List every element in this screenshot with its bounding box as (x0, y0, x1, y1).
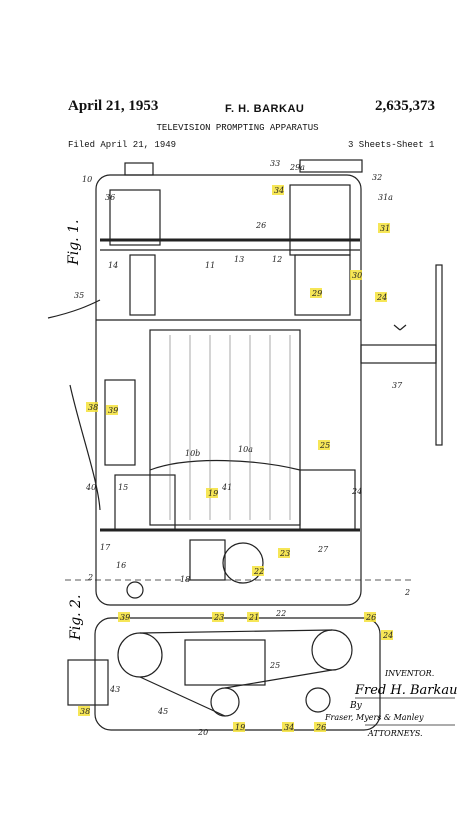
left-roller (129, 254, 156, 316)
fig2-pulley-left (117, 632, 163, 678)
ref-numeral-12: 12 (272, 255, 282, 264)
upper-gear-assembly (109, 189, 161, 246)
ref-numeral-38: 38 (88, 403, 98, 412)
fig1-label: Fig. 1. (66, 220, 82, 266)
ref-numeral-30: 30 (352, 271, 362, 280)
ref-numeral-26: 26 (255, 221, 266, 230)
patent-number: 2,635,373 (375, 98, 435, 114)
ref-numeral-10a: 10a (238, 445, 253, 454)
ref-numeral-19: 19 (208, 489, 218, 498)
ref-numeral-21: 21 (248, 613, 259, 622)
left-knob (124, 162, 154, 176)
ref-numeral-25: 25 (319, 441, 330, 450)
ref-numeral-37: 37 (392, 381, 403, 390)
side-cylinder (104, 379, 136, 466)
ref-numeral-16: 16 (116, 561, 126, 570)
ref-numeral-43: 43 (109, 685, 120, 694)
motor-housing (189, 539, 226, 581)
attorneys-label: ATTORNEYS. (367, 729, 423, 738)
right-knob (299, 159, 363, 173)
ref-numeral-22: 22 (253, 567, 264, 576)
housing-outline (95, 174, 362, 606)
fig2-pulley-right (311, 629, 353, 671)
lower-right-roller (299, 469, 356, 531)
patent-title: TELEVISION PROMPTING APPARATUS (156, 123, 319, 133)
inventor-label: INVENTOR. (384, 669, 434, 678)
ref-numeral-24-fig2: 24 (382, 631, 393, 640)
ref-numeral-31a: 31a (378, 193, 393, 202)
ref-numeral-19-fig2: 19 (235, 723, 245, 732)
ref-numeral-38-fig2: 38 (80, 707, 90, 716)
ref-numeral-36: 36 (105, 193, 115, 202)
attorney-signature: Fraser, Myers & Manley (324, 713, 424, 722)
ref-numeral-22-fig2: 22 (275, 609, 286, 618)
motor-pulley (222, 542, 264, 584)
ref-numeral-13: 13 (234, 255, 244, 264)
ref-numeral-23-fig2: 23 (213, 613, 224, 622)
section-mark-left: 2 (87, 573, 93, 582)
ref-numeral-23: 23 (279, 549, 290, 558)
ref-numeral-32: 32 (372, 173, 382, 182)
ref-numeral-29a: 29a (289, 163, 305, 172)
ref-numeral-10b: 10b (185, 449, 200, 458)
ref-numeral-24: 24 (376, 293, 387, 302)
right-roller-upper (294, 254, 351, 316)
sheet-count: 3 Sheets-Sheet 1 (348, 140, 435, 150)
ref-numeral-27: 27 (317, 545, 329, 554)
ref-numeral-11: 11 (205, 261, 215, 270)
ref-numeral-29: 29 (311, 289, 322, 298)
ref-numeral-28-fig2: 26 (315, 723, 326, 732)
filed-date: Filed April 21, 1949 (68, 140, 177, 150)
inventor-signature: Fred H. Barkau (354, 683, 458, 698)
ref-numeral-39: 39 (108, 406, 118, 415)
ref-numeral-39-fig2: 39 (120, 613, 130, 622)
ref-numeral-28: 26 (365, 613, 376, 622)
ref-numeral-14: 14 (108, 261, 118, 270)
ref-numeral-20: 20 (197, 728, 208, 737)
ref-numeral-17: 17 (100, 543, 111, 552)
mount-arm (360, 344, 437, 364)
ref-numeral-18: 18 (180, 575, 190, 584)
script-scroll (149, 329, 301, 526)
fig2-label: Fig. 2. (68, 595, 84, 641)
ref-numeral-45: 45 (157, 707, 168, 716)
ref-numeral-25-fig2: 25 (269, 661, 280, 670)
upper-right-spool (289, 184, 351, 256)
fig2-side-block (67, 659, 109, 706)
ref-numeral-31: 31 (380, 224, 390, 233)
ref-numeral-34: 34 (274, 186, 284, 195)
patent-date: April 21, 1953 (68, 98, 159, 114)
ref-numeral-10: 10 (82, 175, 92, 184)
fig2-motor (184, 639, 266, 686)
reflector-plate (435, 264, 443, 446)
ref-numeral-34-fig2: 34 (284, 723, 294, 732)
by-label: By (349, 701, 363, 711)
ref-numeral-33: 33 (270, 159, 280, 168)
inventor-name: F. H. BARKAU (225, 103, 305, 115)
ref-numeral-41: 41 (221, 483, 232, 492)
ref-numeral-35: 35 (74, 291, 84, 300)
ref-numeral-15: 15 (118, 483, 128, 492)
section-mark-right: 2 (404, 588, 410, 597)
ref-numeral-24-lower: 24 (351, 487, 362, 496)
ref-numeral-40: 40 (85, 483, 96, 492)
